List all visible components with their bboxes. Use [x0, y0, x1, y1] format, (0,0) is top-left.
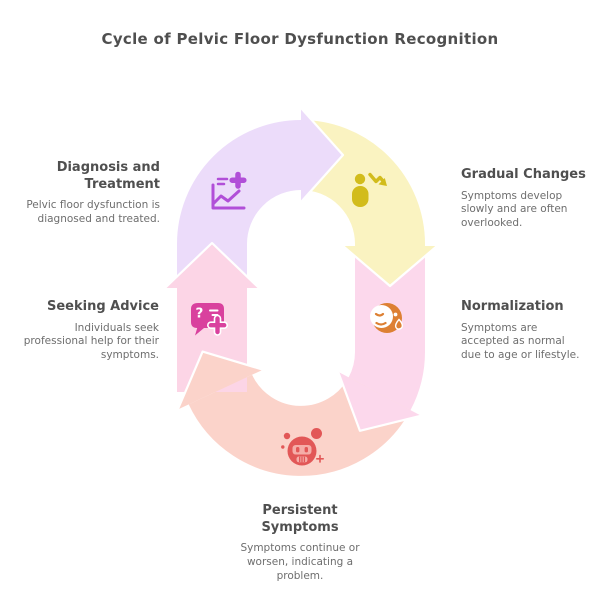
stage-heading: Normalization [461, 299, 564, 314]
stage-description: Symptoms continue or worsen, indicating … [240, 542, 360, 582]
arrowhead-gradual-changes [342, 245, 438, 288]
page-title: Cycle of Pelvic Floor Dysfunction Recogn… [101, 30, 499, 48]
stage-label-gradual-changes: Gradual Changes Symptoms develop slowly … [461, 167, 587, 231]
stage-heading: Diagnosis and Treatment [56, 160, 160, 192]
stage-description: Symptoms develop slowly and are often ov… [461, 189, 568, 229]
stage-label-seeking-advice: Seeking Advice Individuals seek professi… [23, 299, 159, 363]
half-shaded-face-icon [370, 303, 404, 333]
stage-description: Symptoms are accepted as normal due to a… [461, 321, 580, 361]
person-declining-arrow-icon [352, 172, 387, 207]
stage-description: Pelvic floor dysfunction is diagnosed an… [26, 199, 160, 225]
chart-plus-icon [211, 171, 247, 210]
question-mark-glyph: ? [196, 306, 204, 322]
stage-label-diagnosis-and-treatment: Diagnosis and Treatment Pelvic floor dys… [10, 160, 160, 227]
stage-heading: Persistent Symptoms [261, 503, 339, 535]
segment-normalization-body [348, 246, 425, 411]
sick-face-icon [281, 428, 324, 466]
arrowhead-diagnosis [300, 107, 345, 203]
arrowhead-persistent [176, 350, 264, 410]
stage-label-persistent-symptoms: Persistent Symptoms Symptoms continue or… [235, 503, 365, 583]
arrowhead-normalization [337, 371, 422, 432]
stage-heading: Gradual Changes [461, 167, 586, 182]
arrowhead-seeking-advice [164, 241, 260, 289]
stage-label-normalization: Normalization Symptoms are accepted as n… [461, 299, 583, 363]
stage-heading: Seeking Advice [46, 299, 159, 314]
stage-description: Individuals seek professional help for t… [23, 321, 159, 361]
question-bubble-plus-icon: ? [191, 303, 228, 336]
